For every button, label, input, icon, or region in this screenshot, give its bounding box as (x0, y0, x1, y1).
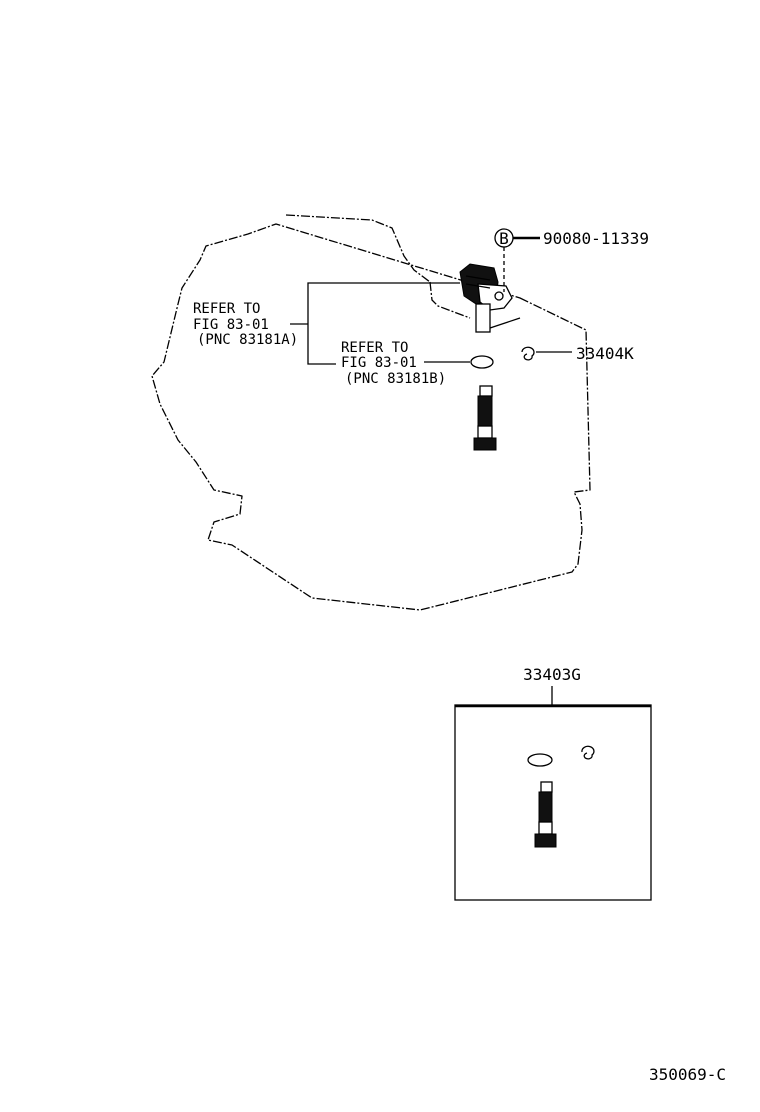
kit-driven-gear-shaft (534, 781, 557, 848)
speed-sensor (459, 263, 521, 333)
o-ring (470, 355, 494, 369)
transmission-case-outline (151, 214, 591, 611)
part-number-33404k: 33404K (576, 344, 634, 363)
kit-o-ring (527, 753, 553, 767)
clip-icon (521, 346, 535, 361)
refer-upper-line1: REFER TO (193, 301, 260, 317)
part-number-33403g: 33403G (523, 665, 581, 684)
refer-upper-line3: (PNC 83181A) (197, 332, 298, 348)
part-number-90080-11339: 90080-11339 (543, 229, 649, 248)
refer-lower-line3: (PNC 83181B) (345, 371, 446, 387)
driven-gear-shaft (473, 385, 497, 451)
drawing-code: 350069-C (649, 1065, 726, 1084)
kit-box (454, 704, 652, 901)
kit-clip-icon (581, 745, 595, 760)
refer-upper-line2: FIG 83-01 (193, 317, 269, 333)
callout-b-letter: B (499, 229, 509, 248)
refer-lower-line1: REFER TO (341, 340, 408, 356)
refer-lower-line2: FIG 83-01 (341, 355, 417, 371)
